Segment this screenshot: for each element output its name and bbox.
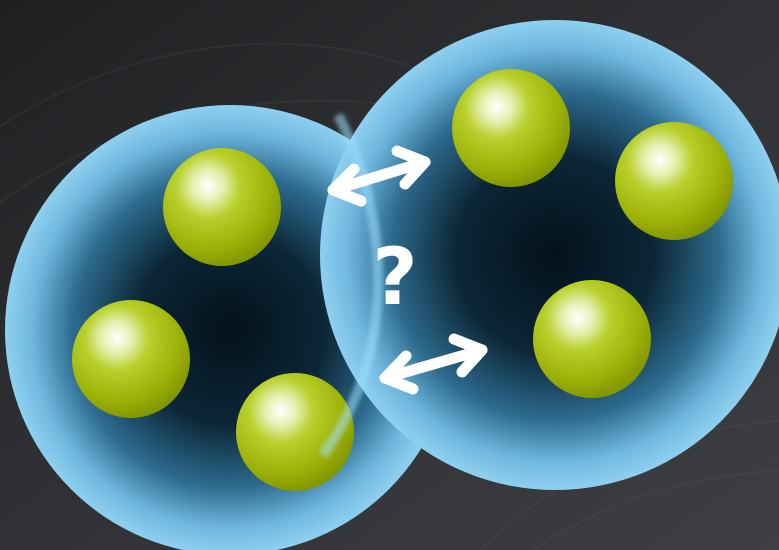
left-particle-quark-bottom — [236, 373, 354, 491]
right-particle-quark-top — [452, 69, 570, 187]
left-particle-quark-left — [72, 300, 190, 418]
upper-arrow-shaft — [327, 156, 431, 196]
question-mark: ? — [372, 233, 417, 323]
upper-arrow-left-head — [327, 163, 367, 207]
lower-arrow-left-head — [379, 350, 419, 395]
upper-arrow-right-head — [391, 145, 431, 190]
particle-overlap-glow — [318, 112, 384, 458]
left-particle-quark-top — [163, 148, 281, 266]
lower-arrow-right-head — [448, 333, 488, 378]
lower-arrow-shaft — [379, 344, 488, 384]
lower-interaction-arrow — [379, 333, 488, 395]
right-particle-quark-right — [615, 122, 733, 240]
right-particle-quark-bottom — [533, 280, 651, 398]
upper-interaction-arrow — [327, 145, 431, 207]
right-particle — [320, 20, 779, 490]
